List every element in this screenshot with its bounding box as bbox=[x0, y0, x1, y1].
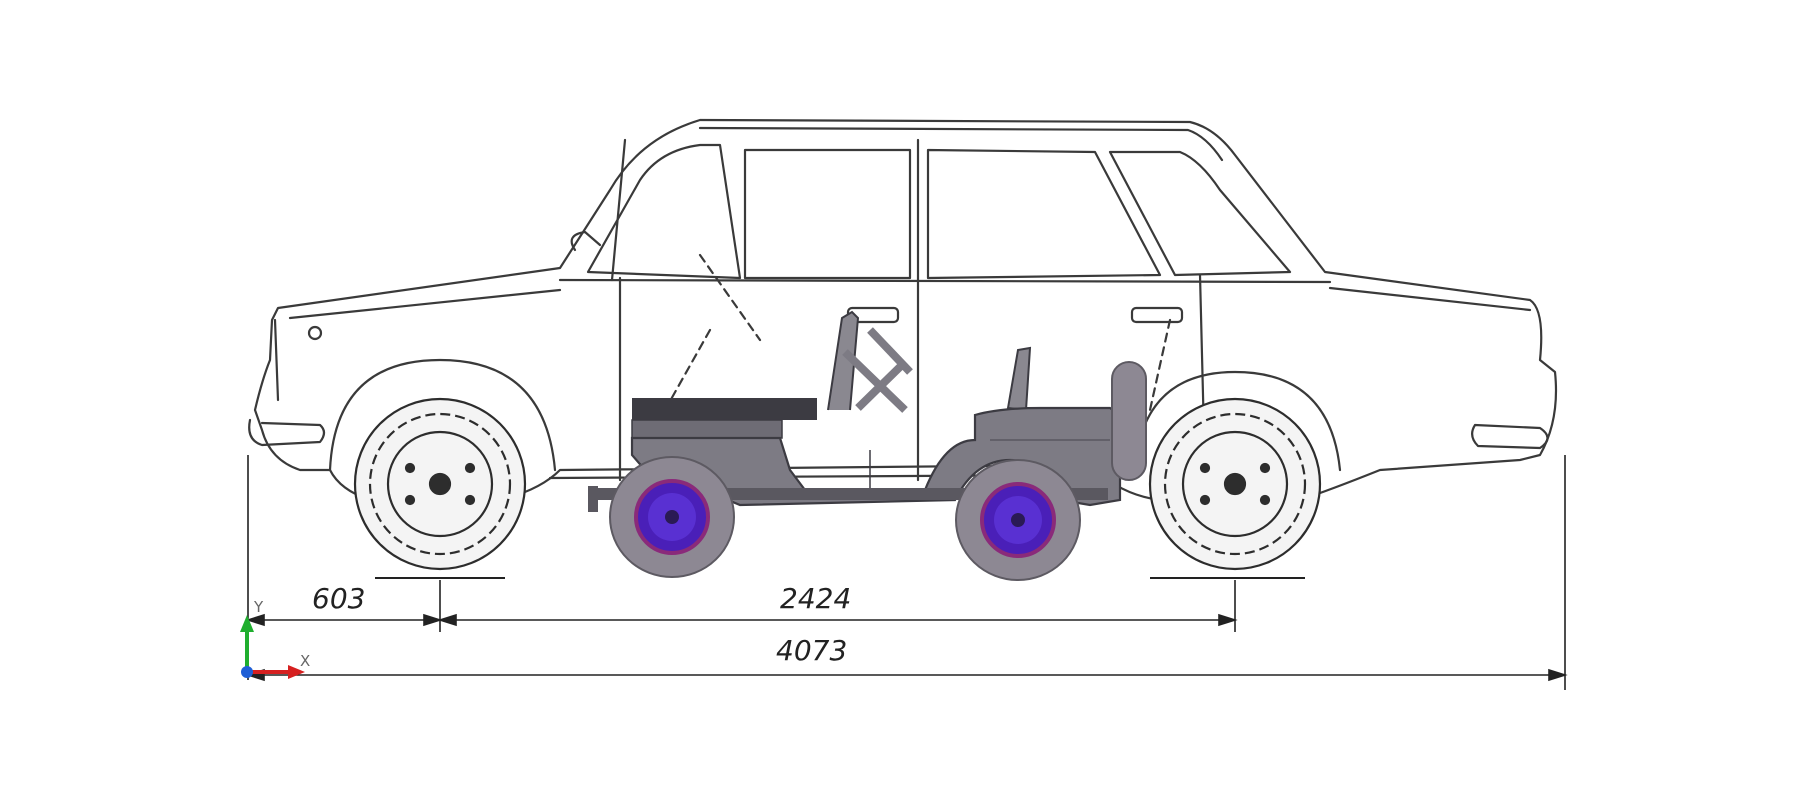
buggy-rear-wheel bbox=[609, 456, 735, 578]
buggy-seat bbox=[1006, 346, 1032, 412]
buggy-front-wheel bbox=[955, 459, 1081, 581]
sedan-front-wheel bbox=[353, 397, 527, 571]
sedan-rear-window bbox=[926, 148, 1162, 280]
y-axis-label: Y bbox=[253, 598, 264, 616]
sedan-outline bbox=[248, 118, 1558, 502]
sedan-mirror bbox=[570, 230, 602, 252]
sedan-front-window bbox=[743, 148, 912, 280]
buggy-roll-bar bbox=[827, 310, 860, 411]
sedan-rear-wheel bbox=[1148, 397, 1322, 571]
origin-point bbox=[241, 666, 253, 678]
dim-label-overall-length: 4073 bbox=[776, 634, 847, 667]
sedan-front-wheel-arch bbox=[328, 358, 557, 472]
dim-label-front-overhang: 603 bbox=[312, 582, 365, 615]
sedan-rear-bumper bbox=[1471, 423, 1549, 450]
x-axis-label: X bbox=[300, 652, 310, 670]
sedan-antenna bbox=[610, 138, 627, 282]
dim-label-wheelbase: 2424 bbox=[780, 582, 851, 615]
sedan-windshield bbox=[586, 143, 742, 280]
buggy-rear-deck bbox=[632, 398, 817, 420]
sedan-back-glass bbox=[1108, 150, 1292, 277]
sedan-rear-wheel-arch bbox=[1133, 370, 1342, 472]
sedan-rear-door-handle bbox=[1130, 306, 1184, 324]
buggy-spare-tire bbox=[1111, 361, 1147, 481]
axis-indicator: X Y bbox=[240, 598, 310, 679]
sedan-front-bumper bbox=[248, 418, 326, 447]
